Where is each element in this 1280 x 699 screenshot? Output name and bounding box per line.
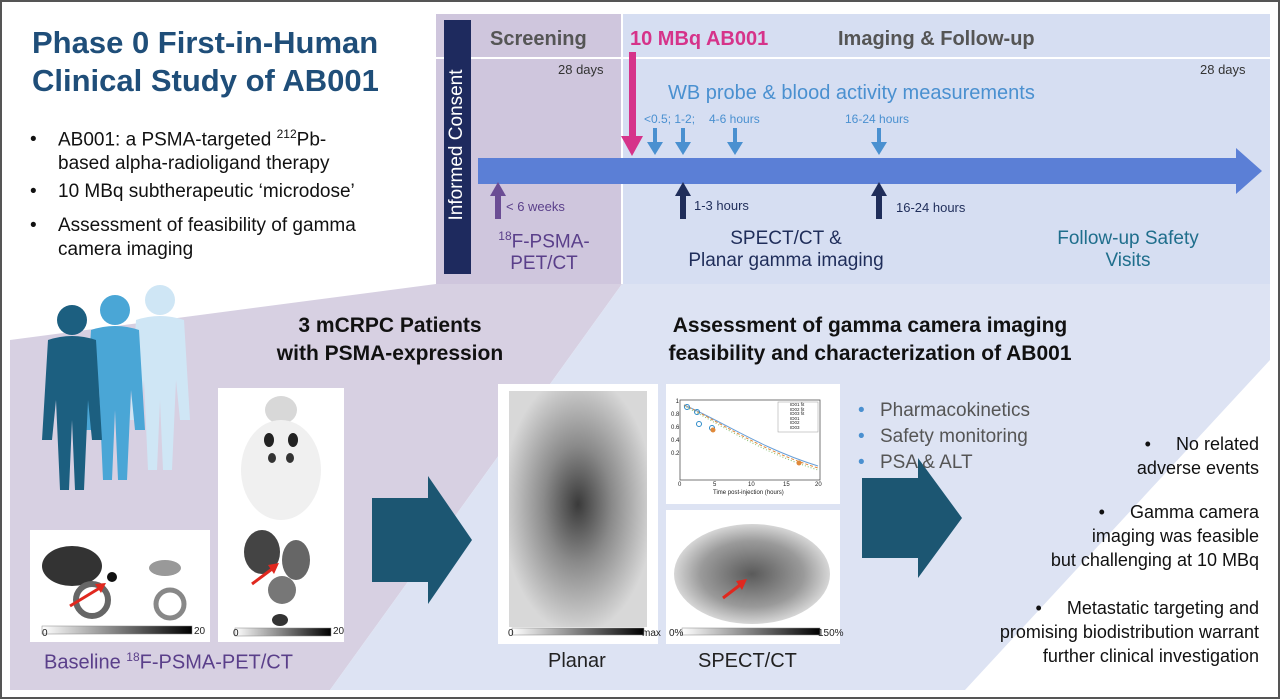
pet-axial-scale-max: 20: [194, 626, 206, 637]
screening-label: Screening: [490, 28, 587, 50]
imaging-arrows: [490, 182, 887, 219]
pet-label: 18F-PSMA- PET/CT: [498, 229, 590, 275]
pet-caption: Baseline 18F-PSMA-PET/CT: [44, 650, 293, 674]
big-arrow-2: [862, 458, 962, 578]
pk-x-tick-3: 15: [783, 482, 790, 488]
wb-arrows: [647, 128, 887, 155]
monitor-bullets: •Pharmacokinetics •Safety monitoring •PS…: [858, 398, 1030, 476]
imaging-time-2: 16-24 hours: [896, 200, 966, 215]
consent-bar: [444, 20, 471, 274]
monitor-item: •Safety monitoring: [858, 426, 1028, 447]
monitor-item: •PSA & ALT: [858, 452, 973, 473]
dose-label: 10 MBq AB001: [630, 28, 769, 50]
assessment-header: Assessment of gamma camera imaging feasi…: [668, 314, 1072, 365]
spect-scale-max: 150%: [818, 628, 844, 639]
planar-scale-max: max: [642, 628, 661, 639]
pet-axial-scale-min: 0: [42, 628, 48, 639]
wb-time-3: 16-24 hours: [845, 112, 910, 126]
pk-x-tick-0: 0: [678, 482, 682, 488]
followup-label: Follow-up Safety Visits: [1057, 228, 1199, 271]
spect-planar-label: SPECT/CT & Planar gamma imaging: [688, 228, 884, 271]
wb-measurements-label: WB probe & blood activity measurements: [668, 82, 1035, 104]
wb-time-1: <0.5; 1-2;: [644, 112, 696, 126]
finding-3: • Metastatic targeting and promising bio…: [999, 598, 1259, 666]
pet-axial-image: [30, 530, 210, 642]
patient-silhouettes: [42, 285, 190, 490]
intro-bullet-2: •10 MBq subtherapeutic ‘microdose’: [30, 181, 355, 202]
wb-time-2: 4-6 hours: [709, 112, 760, 126]
dose-arrow: [629, 52, 636, 138]
finding-2: • Gamma camera imaging was feasible but …: [1050, 502, 1259, 570]
pk-x-tick-2: 10: [748, 482, 755, 488]
pet-mip-scale-max: 20: [333, 626, 345, 637]
imaging-followup-label: Imaging & Follow-up: [838, 28, 1035, 50]
page-title: Phase 0 First-in-Human Clinical Study of…: [32, 25, 379, 98]
timeline-arrow: [478, 158, 1238, 184]
intro-bullet-3: •Assessment of feasibility of gamma came…: [30, 215, 356, 260]
intro-bullet-1: •AB001: a PSMA-targeted 212Pb- based alp…: [30, 127, 330, 175]
planar-caption: Planar: [548, 650, 606, 672]
monitor-item: •Pharmacokinetics: [858, 400, 1030, 421]
imaging-time-1: 1-3 hours: [694, 198, 749, 213]
spect-caption: SPECT/CT: [698, 650, 797, 672]
screening-days: 28 days: [558, 62, 604, 77]
pet-mip-scale-min: 0: [233, 628, 239, 639]
planar-scale-min: 0: [508, 628, 514, 639]
pet-time: < 6 weeks: [506, 199, 565, 214]
pk-x-tick-1: 5: [713, 482, 717, 488]
imaging-days: 28 days: [1200, 62, 1246, 77]
big-arrow-1: [372, 476, 472, 604]
patients-header: 3 mCRPC Patients with PSMA-expression: [276, 314, 504, 365]
spect-scale-min: 0%: [669, 628, 684, 639]
informed-consent-label: Informed Consent: [446, 69, 467, 221]
pk-x-label: Time post-injection (hours): [713, 490, 784, 496]
pk-x-tick-4: 20: [815, 482, 822, 488]
finding-1: • No related adverse events: [1136, 434, 1259, 478]
